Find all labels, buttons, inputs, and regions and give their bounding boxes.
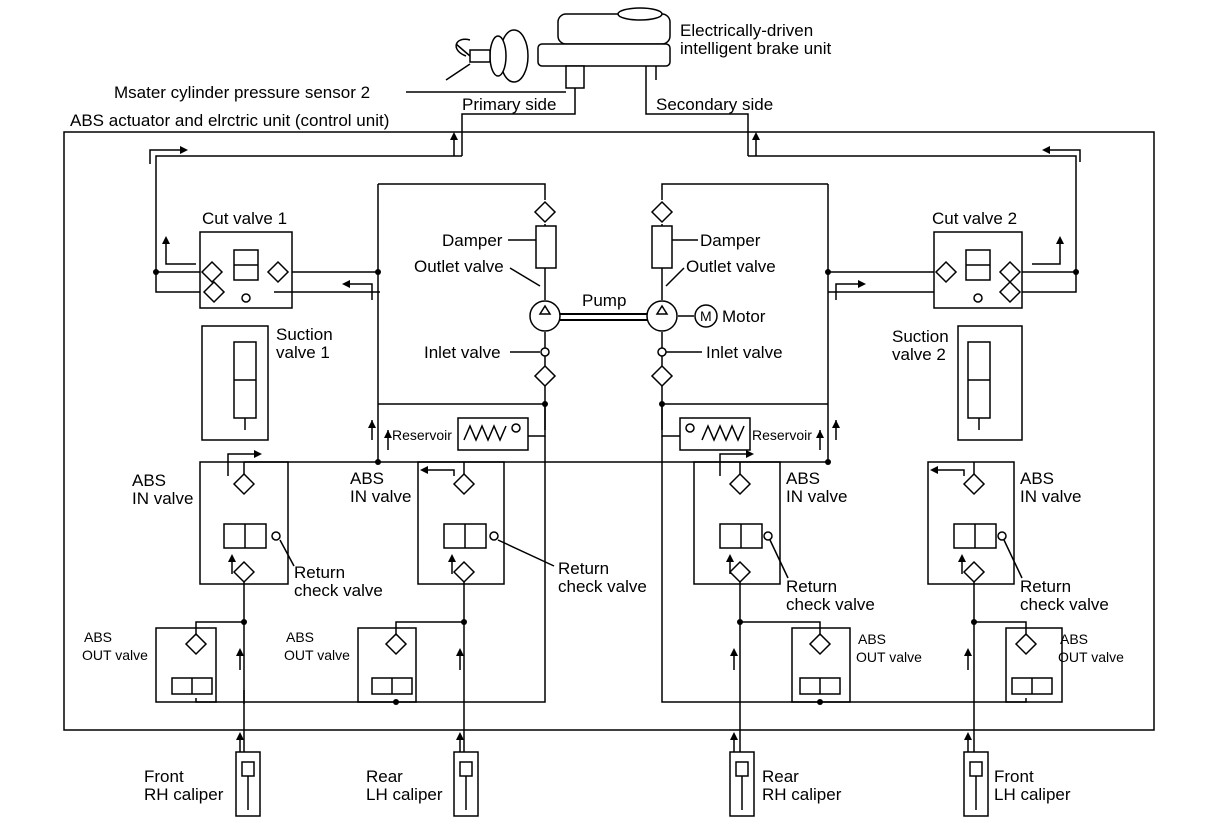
inlet-valve-right-label: Inlet valve bbox=[706, 343, 783, 362]
cut-valve-1-label: Cut valve 1 bbox=[202, 209, 287, 228]
caliper-front-lh-label-line2: LH caliper bbox=[994, 785, 1071, 804]
brake-unit-label-line1: Electrically-driven bbox=[680, 21, 813, 40]
return-check-front-lh-leader bbox=[1003, 539, 1023, 579]
secondary-line bbox=[645, 66, 749, 156]
reservoir-right bbox=[679, 417, 751, 451]
abs-actuator-label: ABS actuator and elrctric unit (control … bbox=[70, 111, 389, 130]
abs-out-valve-front-rh-label-line2: OUT valve bbox=[82, 647, 148, 663]
motor bbox=[694, 304, 718, 328]
caliper-rear-rh-label-line2: RH caliper bbox=[762, 785, 842, 804]
return-check-rear-lh-label-line1: Return bbox=[558, 559, 609, 578]
return-check-rear-lh-leader bbox=[497, 539, 555, 567]
caliper-front-rh-label-line1: Front bbox=[144, 767, 184, 786]
caliper-rear-rh-label-line1: Rear bbox=[762, 767, 799, 786]
suction-valve-1-label-line1: Suction bbox=[276, 325, 333, 344]
outlet-valve-left-leader bbox=[509, 267, 541, 287]
abs-actuator-outline bbox=[63, 131, 1155, 731]
reservoir-right-label: Reservoir bbox=[752, 427, 812, 443]
pump-left bbox=[529, 300, 561, 332]
outlet-valve-right-label: Outlet valve bbox=[686, 257, 776, 276]
pump-label: Pump bbox=[582, 291, 626, 310]
return-check-front-rh-label-line1: Return bbox=[294, 563, 345, 582]
caliper-front-lh-label-line1: Front bbox=[994, 767, 1034, 786]
return-check-front-lh-label-line2: check valve bbox=[1020, 595, 1109, 614]
motor-symbol: M bbox=[700, 308, 712, 324]
abs-out-valve-front-rh bbox=[155, 627, 217, 703]
inlet-valve-left-label: Inlet valve bbox=[424, 343, 501, 362]
flow-arrows bbox=[149, 132, 1081, 752]
abs-in-valve-rear-rh-label-line1: ABS bbox=[786, 469, 820, 488]
suction-valve-2-label-line1: Suction bbox=[892, 327, 949, 346]
caliper-front-rh-label-line2: RH caliper bbox=[144, 785, 224, 804]
abs-out-valve-rear-rh bbox=[791, 627, 851, 703]
abs-in-valve-rear-lh-label-line2: IN valve bbox=[350, 487, 411, 506]
abs-in-valve-front-lh bbox=[927, 461, 1015, 585]
abs-in-valve-front-rh-label-line2: IN valve bbox=[132, 489, 193, 508]
outlet-valve-right-leader bbox=[665, 267, 685, 287]
pump-right bbox=[646, 300, 678, 332]
return-check-front-rh-label-line2: check valve bbox=[294, 581, 383, 600]
brake-unit-label-line2: intelligent brake unit bbox=[680, 39, 831, 58]
caliper-rear-lh-label-line2: LH caliper bbox=[366, 785, 443, 804]
abs-in-valve-rear-lh bbox=[417, 461, 505, 585]
caliper-rear-rh bbox=[729, 751, 755, 817]
primary-side-label: Primary side bbox=[462, 95, 556, 114]
motor-label: Motor bbox=[722, 307, 766, 326]
abs-out-valve-rear-rh-label-line2: OUT valve bbox=[856, 649, 922, 665]
cut-valve-1 bbox=[199, 231, 293, 309]
primary-line bbox=[461, 88, 576, 156]
damper-right-label: Damper bbox=[700, 231, 761, 250]
abs-out-valve-rear-lh-label-line1: ABS bbox=[286, 629, 314, 645]
return-check-front-lh-label-line1: Return bbox=[1020, 577, 1071, 596]
abs-in-valve-front-rh-label-line1: ABS bbox=[132, 471, 166, 490]
cut-valve-2-label: Cut valve 2 bbox=[932, 209, 1017, 228]
mc-sensor-label: Msater cylinder pressure sensor 2 bbox=[114, 83, 370, 102]
suction-valve-1-label-line2: valve 1 bbox=[276, 343, 330, 362]
brake-unit-drawing bbox=[445, 7, 671, 89]
inlet-valve-left bbox=[533, 347, 557, 388]
abs-out-valve-front-lh-label-line2: OUT valve bbox=[1058, 649, 1124, 665]
secondary-side-label: Secondary side bbox=[656, 95, 773, 114]
abs-out-valve-rear-lh-label-line2: OUT valve bbox=[284, 647, 350, 663]
damper-right bbox=[650, 200, 674, 269]
abs-out-valve-rear-lh bbox=[357, 627, 417, 703]
abs-out-valve-rear-rh-label-line1: ABS bbox=[858, 631, 886, 647]
caliper-rear-lh bbox=[453, 751, 479, 817]
suction-valve-2 bbox=[957, 280, 1023, 441]
inlet-valve-right bbox=[650, 347, 674, 388]
abs-in-valve-front-rh bbox=[199, 461, 289, 585]
outlet-valve-left-label: Outlet valve bbox=[414, 257, 504, 276]
junction-dots bbox=[153, 269, 1079, 705]
caliper-rear-lh-label-line1: Rear bbox=[366, 767, 403, 786]
abs-in-valve-front-lh-label-line2: IN valve bbox=[1020, 487, 1081, 506]
suction-valve-2-label-line2: valve 2 bbox=[892, 345, 946, 364]
reservoir-left-label: Reservoir bbox=[392, 427, 452, 443]
cut-valve-2 bbox=[933, 231, 1023, 309]
abs-in-valve-rear-lh-label-line1: ABS bbox=[350, 469, 384, 488]
abs-in-valve-rear-rh bbox=[693, 461, 781, 585]
suction-valve-1 bbox=[201, 280, 269, 441]
return-check-rear-lh-label-line2: check valve bbox=[558, 577, 647, 596]
caliper-front-rh bbox=[235, 751, 261, 817]
return-check-rear-rh-leader bbox=[769, 539, 789, 579]
abs-out-valve-front-lh-label-line1: ABS bbox=[1060, 631, 1088, 647]
hydraulic-lines bbox=[155, 155, 1077, 752]
return-check-front-rh-leader bbox=[279, 539, 295, 567]
return-check-rear-rh-label-line2: check valve bbox=[786, 595, 875, 614]
damper-left-label: Damper bbox=[442, 231, 503, 250]
reservoir-left bbox=[457, 417, 529, 451]
return-check-rear-rh-label-line1: Return bbox=[786, 577, 837, 596]
abs-in-valve-rear-rh-label-line2: IN valve bbox=[786, 487, 847, 506]
abs-out-valve-front-lh bbox=[1005, 627, 1063, 703]
damper-left bbox=[533, 200, 557, 269]
abs-out-valve-front-rh-label-line1: ABS bbox=[84, 629, 112, 645]
caliper-front-lh bbox=[963, 751, 989, 817]
abs-in-valve-front-lh-label-line1: ABS bbox=[1020, 469, 1054, 488]
